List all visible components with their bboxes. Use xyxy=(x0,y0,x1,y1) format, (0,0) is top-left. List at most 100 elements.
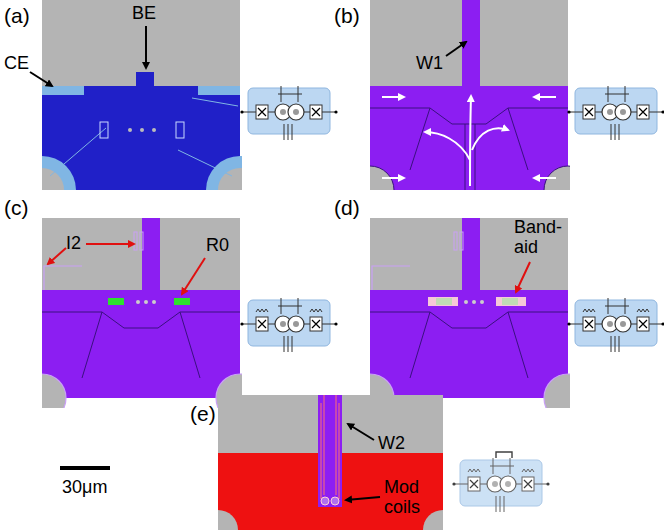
layout-panel-c-part-part xyxy=(142,218,160,294)
circuit-schematic-e-part xyxy=(452,458,549,512)
layout-panel-e-part-part xyxy=(218,510,238,530)
panel-letter: (b) xyxy=(334,4,360,27)
layout-panel-b-part xyxy=(370,0,570,190)
leader-arrows-part xyxy=(30,72,52,86)
layout-panel-b-part-part xyxy=(534,96,556,98)
part-name: CE xyxy=(4,54,29,74)
layout-panel-a-part-part xyxy=(42,156,76,190)
layout-panel-e-part-part xyxy=(321,395,339,499)
layout-panel-b-part-part xyxy=(370,86,568,190)
circuit-schematic-c-part xyxy=(256,309,322,312)
layout-panel-d-part-part xyxy=(502,298,518,305)
circuit-schematic-e-part xyxy=(496,452,512,458)
layout-panel-a-part-part xyxy=(42,168,64,190)
layout-panel-d-part-part xyxy=(472,300,476,304)
layout-panel-b-part-part xyxy=(534,177,556,179)
layer-name: W2 xyxy=(378,434,405,454)
layout-panel-d-part-part xyxy=(370,290,568,398)
circuit-schematic-d xyxy=(567,298,664,352)
layout-panel-b-part-part xyxy=(472,128,508,150)
layout-panel-a-part-part xyxy=(140,128,144,132)
layout-panel-a-part-part xyxy=(42,86,84,95)
layout-panel-a-part-part xyxy=(152,128,156,132)
layout-panel-c-part-part xyxy=(140,232,143,250)
layout-panel-a-part-part xyxy=(42,0,240,190)
layout-panel-c xyxy=(18,218,264,422)
layout-panel-a-part-part xyxy=(136,72,154,88)
leader-arrows-part xyxy=(182,258,205,294)
leader-arrows-part xyxy=(145,26,147,68)
layout-panel-a-part-part xyxy=(128,128,132,132)
layout-panel-b xyxy=(346,0,592,214)
layout-panel-c-part xyxy=(42,218,242,408)
layout-panel-b-part-part xyxy=(470,96,471,186)
layout-panel-c-part-part xyxy=(42,312,240,378)
circuit-schematic-e-part xyxy=(468,469,534,472)
layout-panel-d-part-part xyxy=(454,232,457,250)
layout-panel-d-part xyxy=(370,218,570,408)
layout-panel-d-part-part xyxy=(436,298,452,305)
layout-panel-c-part-part xyxy=(108,298,124,305)
layout-panel-c-part-part xyxy=(152,300,156,304)
layout-panel-d-part-part xyxy=(428,297,458,306)
layout-panel-d-part-part xyxy=(372,266,410,290)
panel-letter: (a) xyxy=(4,4,30,27)
layout-panel-a-part-part xyxy=(50,128,106,176)
layout-panel-d-part-part xyxy=(496,297,526,306)
leader-arrows-part xyxy=(346,497,380,500)
leader-arrows-part xyxy=(48,248,66,264)
panel-letter: (e) xyxy=(190,402,216,425)
layout-panel-a xyxy=(8,0,274,224)
circuit-schematic-b xyxy=(567,86,664,140)
layout-panel-c-part-part xyxy=(42,290,240,398)
layout-panel-b-part-part xyxy=(370,0,568,190)
layout-panel-e xyxy=(198,395,463,530)
layout-panel-c-part-part xyxy=(42,374,66,408)
part-name: Mod coils xyxy=(384,478,434,518)
layout-panel-c-part-part xyxy=(44,266,82,290)
layout-panel-e-part-part xyxy=(331,497,339,505)
part-name: BE xyxy=(132,4,156,24)
circuit-schematic-c-part xyxy=(240,298,337,352)
layout-panel-d-part-part xyxy=(370,218,568,398)
circuit-schematic-d-part xyxy=(567,298,664,352)
layer-name: R0 xyxy=(206,236,229,256)
layout-panel-a-part-part xyxy=(178,150,232,176)
circuit-schematic-c xyxy=(240,298,337,352)
layout-panel-a-part-part xyxy=(100,122,108,138)
layout-panel-b-part-part xyxy=(425,132,470,160)
layout-panel-c-part-part xyxy=(42,218,240,398)
layout-panel-b-part-part xyxy=(462,0,480,90)
circuit-schematic-b-part xyxy=(567,86,664,140)
leader-arrows-part xyxy=(86,243,134,245)
layout-panel-e-part-part xyxy=(423,510,443,530)
layout-panel-d-part-part xyxy=(460,232,463,250)
scale-label: 30μm xyxy=(62,478,107,498)
layout-panel-c-part-part xyxy=(136,300,140,304)
layout-panel-c-part-part xyxy=(174,298,190,305)
layout-panel-a-part-part xyxy=(192,98,238,106)
layout-panel-b-part-part xyxy=(382,177,404,179)
panel-letter: (d) xyxy=(334,196,360,219)
circuit-schematic-e xyxy=(452,452,549,512)
layout-panel-d xyxy=(346,218,592,422)
layout-panel-e-part-part xyxy=(318,395,342,507)
layout-panel-a-part-part xyxy=(198,86,240,95)
layer-name: Band-aid xyxy=(514,218,562,258)
layout-panel-d-part-part xyxy=(370,312,568,378)
layer-name: W1 xyxy=(416,54,443,74)
circuit-schematic-a xyxy=(240,86,337,140)
panel-letter: (c) xyxy=(4,196,29,219)
layer-name: I2 xyxy=(66,234,81,254)
layout-panel-e-part-part xyxy=(321,497,329,505)
layout-panel-a-part xyxy=(42,0,242,190)
layout-panel-a-part-part xyxy=(176,122,184,138)
leader-arrows xyxy=(30,26,530,500)
layout-panel-c-part-part xyxy=(134,232,137,250)
layout-panel-d-part-part xyxy=(464,300,468,304)
layout-panel-b-part-part xyxy=(382,96,404,98)
layout-panel-e-part xyxy=(218,395,443,530)
layout-panel-c-part-part xyxy=(144,300,148,304)
